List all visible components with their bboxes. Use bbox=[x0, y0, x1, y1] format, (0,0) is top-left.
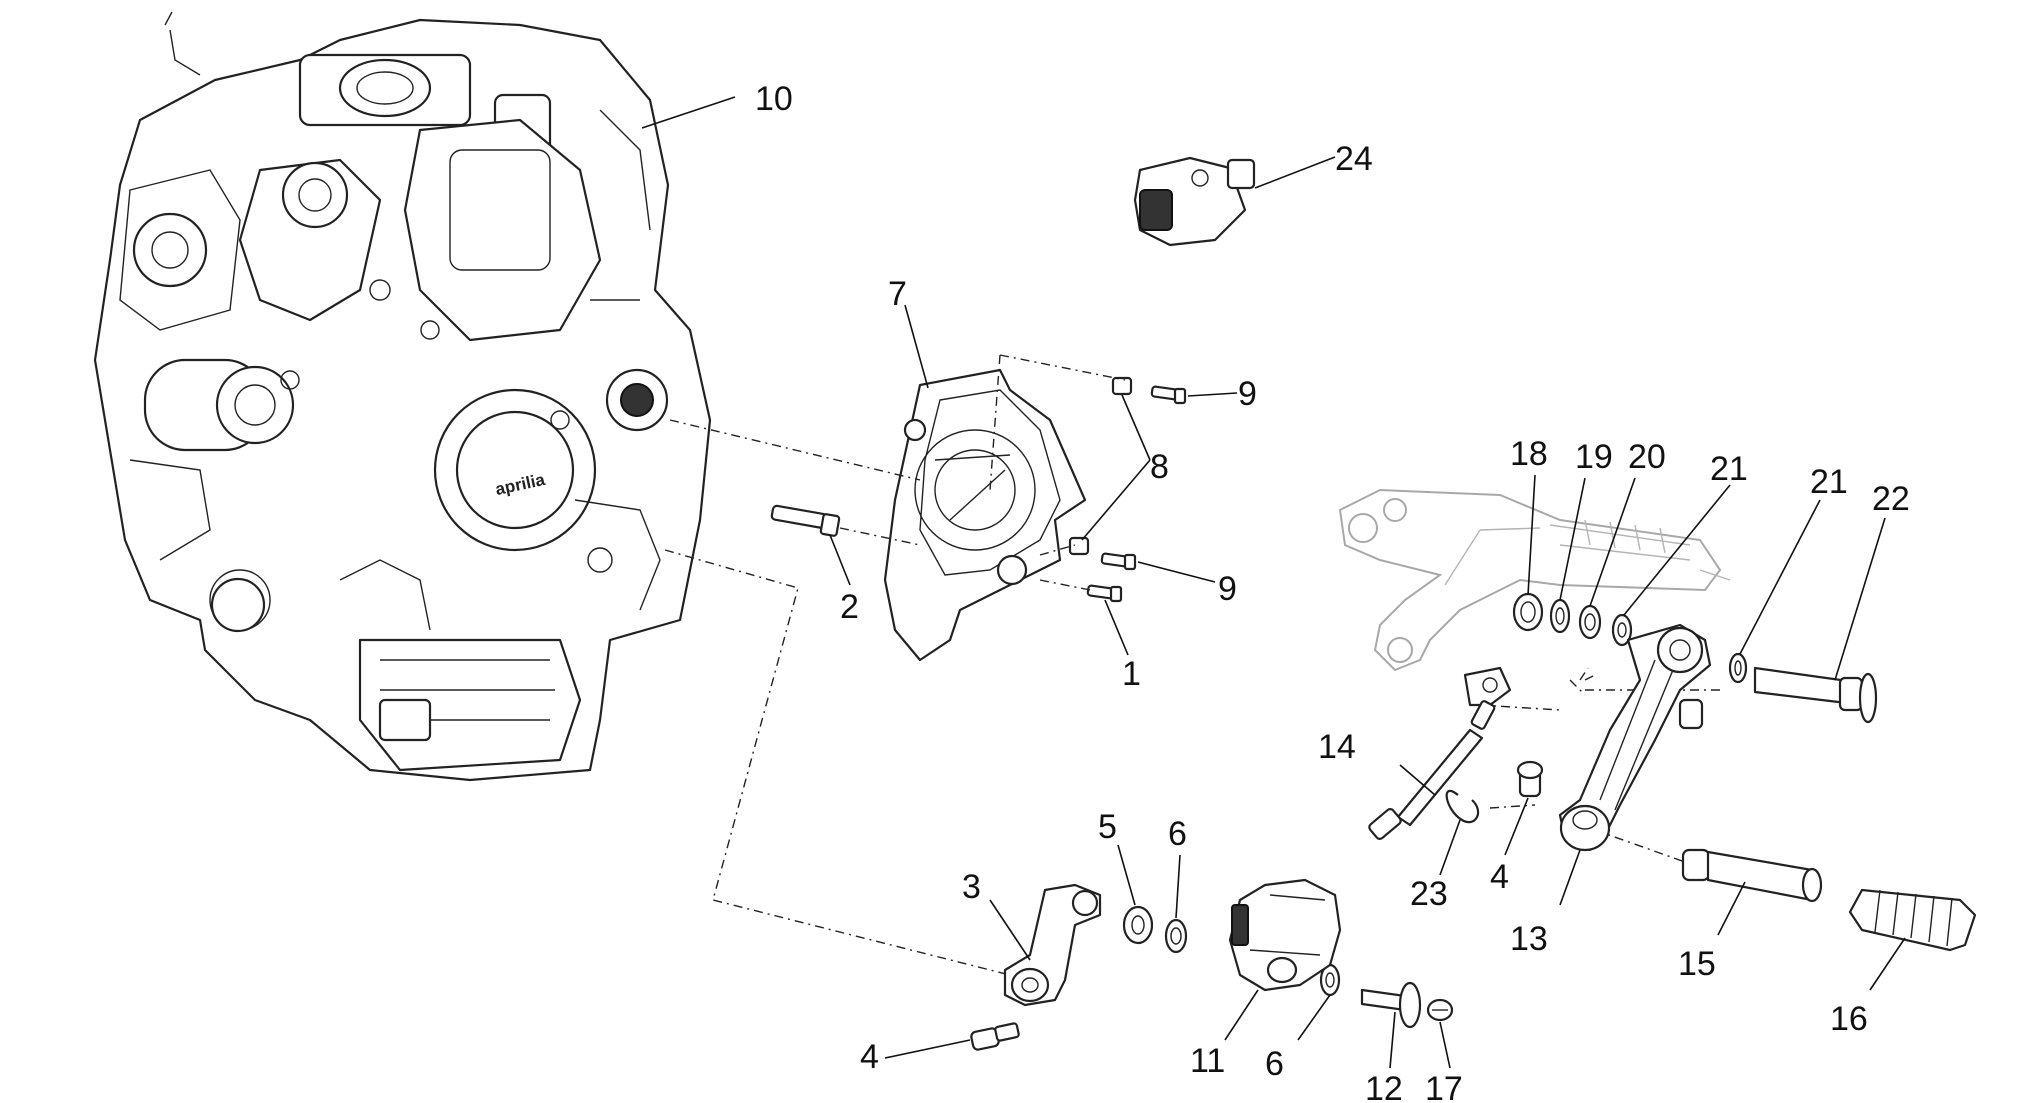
gear-pedal-icon bbox=[1558, 623, 1712, 852]
callout-3: 3 bbox=[962, 868, 1031, 961]
screw-icon bbox=[1426, 998, 1454, 1022]
callout-label-7: 7 bbox=[888, 275, 907, 313]
callout-18: 18 bbox=[1510, 435, 1548, 596]
callout-label-21-right: 21 bbox=[1810, 463, 1848, 501]
callout-8: 8 bbox=[1081, 394, 1169, 541]
callout-label-12: 12 bbox=[1365, 1070, 1403, 1103]
callout-label-1: 1 bbox=[1122, 655, 1141, 693]
callout-label-2: 2 bbox=[840, 588, 859, 626]
callout-1: 1 bbox=[1104, 599, 1141, 693]
footpeg-bracket bbox=[1338, 488, 1731, 672]
callout-4-lower: 4 bbox=[860, 1038, 971, 1076]
callout-24: 24 bbox=[1254, 140, 1373, 189]
bushing-icon bbox=[1122, 905, 1154, 945]
callout-label-14: 14 bbox=[1318, 728, 1356, 766]
callout-label-8: 8 bbox=[1150, 448, 1169, 486]
callout-5: 5 bbox=[1098, 808, 1136, 906]
bearing-icon bbox=[1512, 592, 1544, 632]
callout-12: 12 bbox=[1365, 1011, 1403, 1103]
callout-9-lower: 9 bbox=[1137, 561, 1237, 608]
callout-label-5: 5 bbox=[1098, 808, 1117, 846]
callout-label-18: 18 bbox=[1510, 435, 1548, 473]
callout-13: 17 bbox=[1425, 1021, 1463, 1103]
stud-bolt-icon bbox=[770, 504, 841, 537]
callout-label-17: 16 bbox=[1830, 1000, 1868, 1038]
callout-label-4-lower: 4 bbox=[860, 1038, 879, 1076]
callout-6-lower: 6 bbox=[1265, 994, 1331, 1083]
callout-label-10: 10 bbox=[755, 80, 793, 118]
callout-22: 22 bbox=[1834, 480, 1910, 681]
callout-4-upper: 4 bbox=[1490, 797, 1529, 896]
callout-label-13: 17 bbox=[1425, 1070, 1463, 1103]
screw-icon bbox=[1086, 385, 1187, 603]
callout-16: 15 bbox=[1678, 881, 1746, 983]
callout-label-16: 15 bbox=[1678, 945, 1716, 983]
callout-label-24: 24 bbox=[1335, 140, 1373, 178]
linkage-rod-icon bbox=[1368, 666, 1512, 841]
engine-icon: aprilia bbox=[93, 11, 712, 782]
callout-7: 7 bbox=[888, 275, 929, 389]
sensor-icon bbox=[1133, 156, 1256, 247]
callout-label-23: 23 bbox=[1410, 875, 1448, 913]
callout-23: 23 bbox=[1410, 819, 1461, 913]
callout-label-9-lower: 9 bbox=[1218, 570, 1237, 608]
assembly-lines bbox=[664, 354, 1720, 976]
screw-icon bbox=[1516, 760, 1544, 798]
callout-label-9-upper: 9 bbox=[1238, 375, 1257, 413]
screw-icon bbox=[970, 1022, 1020, 1051]
callout-label-20: 20 bbox=[1628, 438, 1666, 476]
callout-17: 16 bbox=[1830, 937, 1906, 1038]
callout-label-15: 13 bbox=[1510, 920, 1548, 958]
footpeg-pin-icon bbox=[1681, 848, 1823, 903]
callout-15: 13 bbox=[1510, 849, 1581, 958]
callout-11: 11 bbox=[1190, 989, 1259, 1080]
rubber-grip-icon bbox=[1848, 888, 1977, 952]
pivot-pin-icon bbox=[1753, 666, 1878, 724]
callout-10: 10 bbox=[641, 80, 793, 129]
callout-label-11: 11 bbox=[1190, 1042, 1225, 1080]
callout-label-21-left: 21 bbox=[1710, 450, 1748, 488]
callout-label-4-upper: 4 bbox=[1490, 858, 1509, 896]
callout-19: 19 bbox=[1559, 438, 1613, 601]
callout-label-6-lower: 6 bbox=[1265, 1045, 1284, 1083]
washer-icon bbox=[1164, 918, 1341, 997]
spacer-icon bbox=[1068, 376, 1133, 556]
callout-21-left: 21 bbox=[1623, 450, 1748, 616]
sprocket-cover-icon bbox=[883, 368, 1087, 662]
callout-6-upper: 6 bbox=[1168, 815, 1187, 919]
callout-label-6-upper: 6 bbox=[1168, 815, 1187, 853]
pin-icon bbox=[1360, 981, 1422, 1029]
callout-14: 14 bbox=[1318, 728, 1436, 796]
circlip-icon bbox=[1445, 789, 1480, 824]
shift-sensor-icon bbox=[1228, 878, 1342, 992]
callout-9-upper: 9 bbox=[1187, 375, 1257, 413]
callout-21-right: 21 bbox=[1739, 463, 1848, 655]
callout-label-19: 19 bbox=[1575, 438, 1613, 476]
callout-label-22: 22 bbox=[1872, 480, 1910, 518]
callout-2: 2 bbox=[829, 534, 859, 626]
gear-lever-arm-icon bbox=[1003, 883, 1102, 1007]
callout-label-3: 3 bbox=[962, 868, 981, 906]
callout-20: 20 bbox=[1589, 438, 1666, 607]
